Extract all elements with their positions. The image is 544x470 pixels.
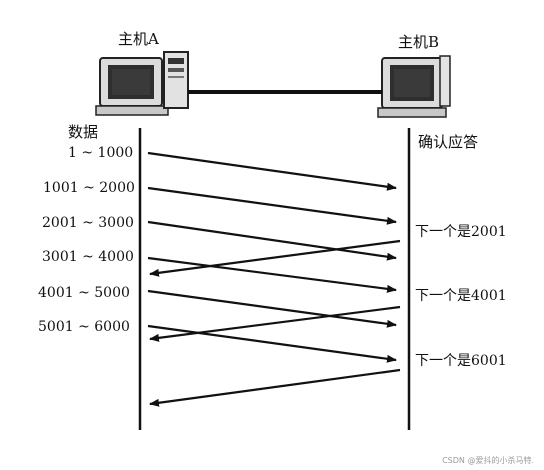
ack-label-1: 下一个是2001	[415, 224, 507, 240]
ack-label-3: 下一个是6001	[415, 353, 507, 369]
segment-label-3: 2001 ~ 3000	[42, 215, 134, 231]
ack-label-2: 下一个是4001	[415, 288, 507, 304]
host-b-computer-icon	[377, 55, 451, 118]
segment-label-5: 4001 ~ 5000	[38, 285, 130, 301]
ack-arrows	[149, 239, 401, 407]
ack-arrow-3	[149, 368, 401, 407]
data-segment-arrow-6	[147, 324, 397, 363]
segment-label-6: 5001 ~ 6000	[38, 319, 130, 335]
data-segment-arrow-1	[147, 151, 397, 191]
host-b-label: 主机B	[398, 33, 440, 51]
data-segment-arrow-2	[147, 186, 397, 225]
segment-label-2: 1001 ~ 2000	[43, 180, 135, 196]
host-a-computer-icon	[95, 51, 189, 116]
data-segment-arrow-5	[147, 289, 397, 328]
segment-label-1: 1 ~ 1000	[68, 145, 134, 161]
ack-column-header: 确认应答	[418, 133, 479, 151]
data-segment-arrow-3	[147, 220, 397, 261]
ack-arrow-1	[149, 239, 401, 277]
ack-arrow-2	[149, 305, 401, 342]
data-segment-arrow-4	[147, 256, 397, 293]
segment-label-4: 3001 ~ 4000	[42, 249, 134, 265]
data-column-header: 数据	[68, 123, 99, 141]
watermark: CSDN @爱抖的小杀马特.	[442, 456, 534, 465]
host-a-label: 主机A	[118, 30, 159, 48]
data-segment-arrows	[147, 151, 397, 363]
